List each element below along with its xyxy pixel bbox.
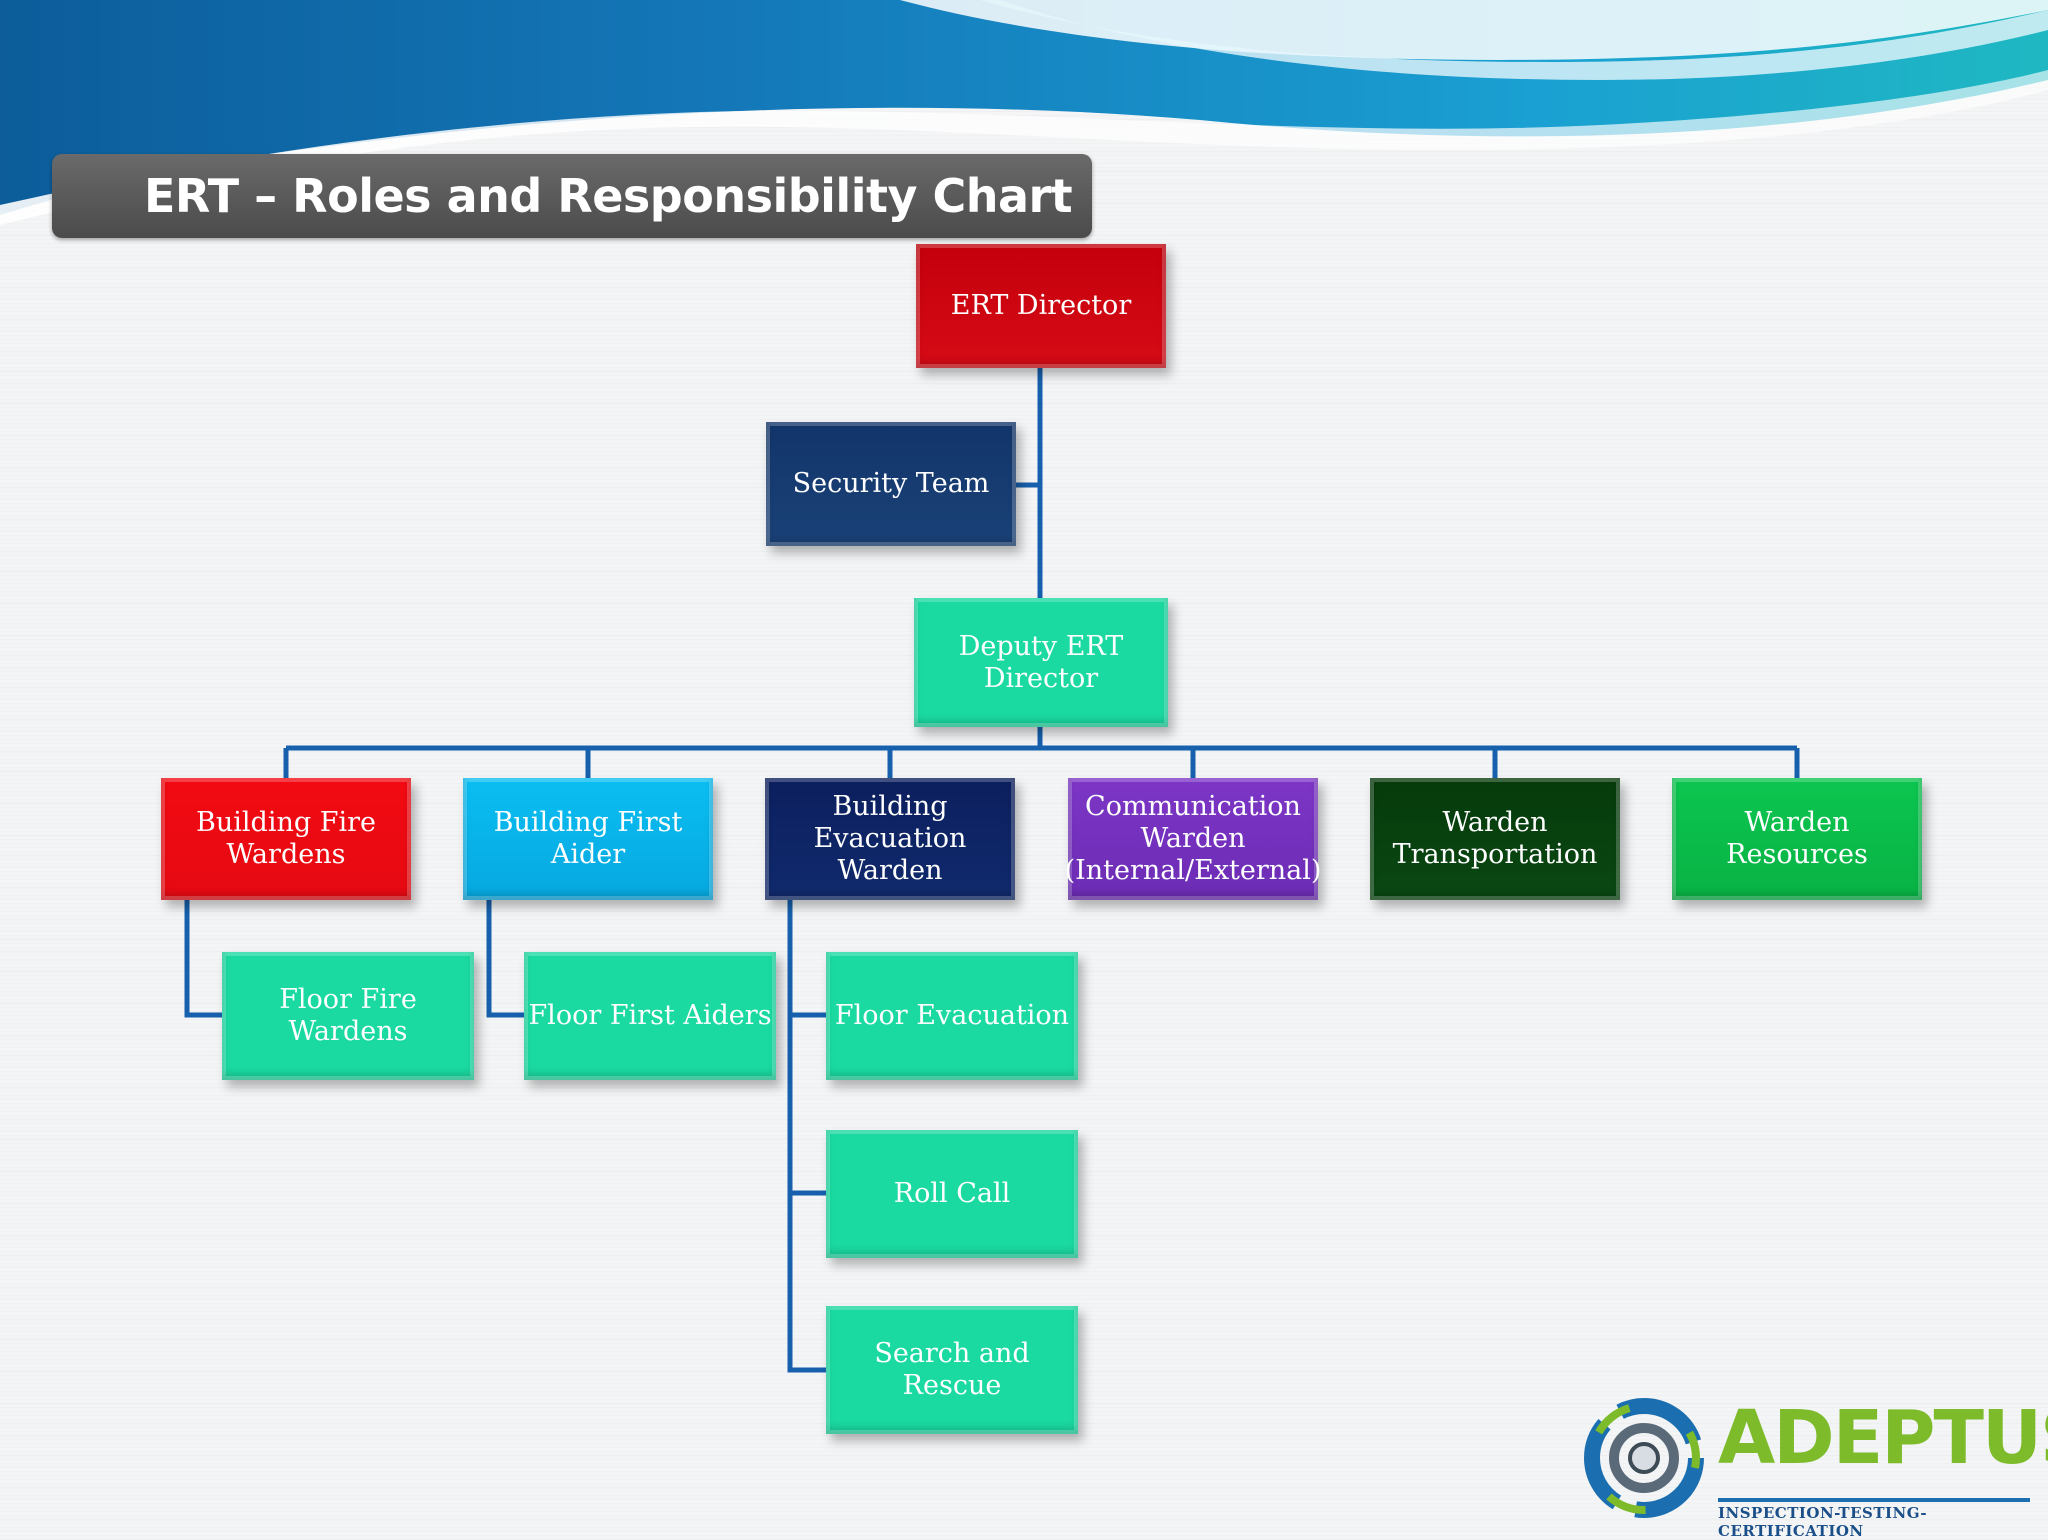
node-floor-first-aiders: Floor First Aiders xyxy=(524,952,776,1080)
node-communication-warden: Communication Warden (Internal/External) xyxy=(1065,778,1321,900)
node-building-evacuation-warden: Building Evacuation Warden xyxy=(765,778,1015,900)
node-floor-fire-wardens: Floor Fire Wardens xyxy=(222,952,474,1080)
connector-evacuation-subtree xyxy=(787,900,826,1373)
node-warden-resources: Warden Resources xyxy=(1672,778,1922,900)
adeptus-logo-word: ADEPTUS xyxy=(1718,1395,2048,1481)
connectors xyxy=(184,368,1800,1373)
connector-floor-fire-wardens xyxy=(184,900,222,1018)
slide-title: ERT – Roles and Responsibility Chart xyxy=(144,169,1073,223)
adeptus-logo-icon xyxy=(1584,1398,1704,1518)
node-roll-call: Roll Call xyxy=(826,1130,1078,1258)
node-building-fire-wardens: Building Fire Wardens xyxy=(161,778,411,900)
node-deputy-ert-director: Deputy ERT Director xyxy=(914,598,1168,727)
node-ert-director: ERT Director xyxy=(916,244,1166,368)
node-floor-evacuation: Floor Evacuation xyxy=(826,952,1078,1080)
node-warden-transportation: Warden Transportation xyxy=(1370,778,1620,900)
header-wave-decoration xyxy=(0,0,2048,225)
adeptus-logo-tagline: INSPECTION-TESTING-CERTIFICATION xyxy=(1718,1498,2030,1540)
node-security-team: Security Team xyxy=(766,422,1016,546)
node-building-first-aider: Building First Aider xyxy=(463,778,713,900)
node-search-and-rescue: Search and Rescue xyxy=(826,1306,1078,1434)
connector-floor-first-aiders xyxy=(486,900,524,1018)
slide-title-banner: ERT – Roles and Responsibility Chart xyxy=(52,154,1092,238)
adeptus-logo: ADEPTUS INSPECTION-TESTING-CERTIFICATION xyxy=(1580,1390,2048,1540)
